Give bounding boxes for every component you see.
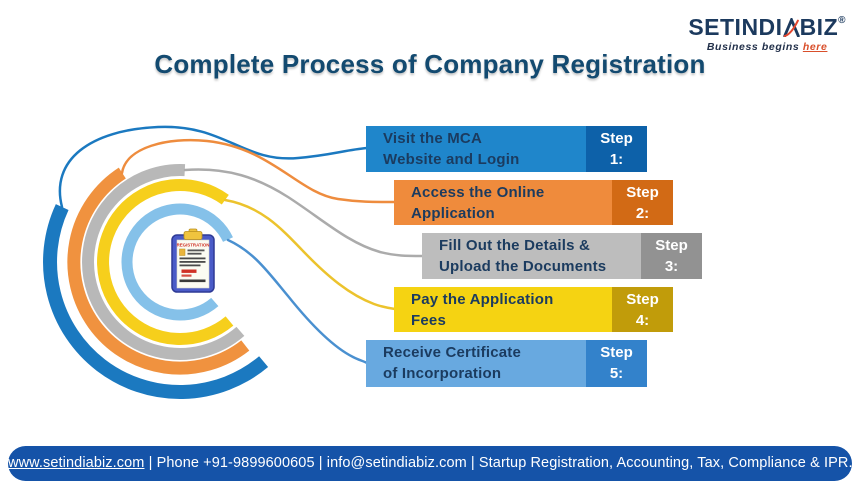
page-title: Complete Process of Company Registration <box>154 49 706 79</box>
step-5-label: Receive Certificate of Incorporation <box>366 340 586 387</box>
step-5-badge-num: 5: <box>609 365 624 382</box>
arc-step-2 <box>67 167 250 375</box>
clipboard-text-line <box>179 261 206 263</box>
step-1-label-line1: Visit the MCA <box>383 130 483 147</box>
step-3-badge-word: Step <box>655 237 688 254</box>
clipboard-document-title: REGISTRATION <box>177 243 210 248</box>
step-4-badge-num: 4: <box>635 312 650 329</box>
logo-tagline: Business begins here <box>688 41 846 53</box>
step-2-label: Access the Online Application <box>394 180 612 225</box>
step-5-badge: Step 5: <box>586 340 647 387</box>
clipboard-text-line <box>187 252 202 255</box>
step-4-badge: Step 4: <box>612 287 673 332</box>
step-2-label-line2: Application <box>411 205 495 222</box>
step-3-badge-num: 3: <box>664 258 679 275</box>
connector-step-3 <box>183 168 425 258</box>
step-3-label-line1: Fill Out the Details & <box>439 237 591 254</box>
connector-step-5 <box>226 238 369 365</box>
step-5-label-line2: of Incorporation <box>383 365 502 382</box>
step-1-label-line2: Website and Login <box>383 151 520 168</box>
logo-tagline-here: here <box>802 41 828 53</box>
step-2-badge: Step 2: <box>612 180 673 225</box>
clipboard-stamp <box>181 269 197 273</box>
logo-registered-mark: ® <box>838 15 846 26</box>
step-4-label-line2: Fees <box>411 312 446 329</box>
step-3-label-line2: Upload the Documents <box>439 258 607 275</box>
registration-clipboard-icon: REGISTRATION <box>171 228 215 293</box>
footer-bar: www.setindiabiz.com | Phone +91-98996006… <box>8 446 852 481</box>
connector-step-1 <box>58 125 369 209</box>
step-3-badge: Step 3: <box>641 233 702 279</box>
clipboard-text-line <box>179 257 206 260</box>
logo: SETINDI BIZ® Business begins here <box>688 8 846 53</box>
logo-word-right: BIZ <box>799 14 839 40</box>
step-bar-4: Pay the Application Fees Step 4: <box>394 287 673 332</box>
arc-step-1 <box>43 204 269 400</box>
step-4-label: Pay the Application Fees <box>394 287 612 332</box>
clipboard-text-line <box>179 264 201 267</box>
connector-step-2 <box>120 138 397 204</box>
step-2-label-line1: Access the Online <box>411 184 545 201</box>
step-1-badge: Step 1: <box>586 126 647 172</box>
clipboard-clip <box>183 231 203 240</box>
step-5-label-line1: Receive Certificate <box>383 344 522 361</box>
step-bar-1: Visit the MCA Website and Login Step 1: <box>366 126 647 172</box>
logo-a-icon <box>782 18 800 37</box>
step-5-badge-word: Step <box>600 344 633 361</box>
step-1-badge-num: 1: <box>609 151 624 168</box>
step-bar-3: Fill Out the Details & Upload the Docume… <box>422 233 702 279</box>
logo-tagline-text: Business begins <box>706 41 803 53</box>
clipboard-seal <box>179 248 186 256</box>
step-bar-2: Access the Online Application Step 2: <box>394 180 673 225</box>
step-1-label: Visit the MCA Website and Login <box>366 126 586 172</box>
logo-wordmark: SETINDI BIZ® <box>688 8 846 40</box>
logo-word-left: SETINDI <box>688 14 783 40</box>
connector-step-4 <box>223 198 397 311</box>
step-2-badge-num: 2: <box>635 205 650 222</box>
footer-website-link[interactable]: www.setindiabiz.com <box>8 455 145 471</box>
clipboard-stamp-small <box>181 274 192 277</box>
step-4-badge-word: Step <box>626 291 659 308</box>
step-bar-5: Receive Certificate of Incorporation Ste… <box>366 340 647 387</box>
step-1-badge-word: Step <box>600 130 633 147</box>
footer-text: | Phone +91-9899600605 | info@setindiabi… <box>144 455 853 471</box>
step-3-label: Fill Out the Details & Upload the Docume… <box>422 233 641 279</box>
clipboard-bottom-bar <box>179 279 206 283</box>
step-4-label-line1: Pay the Application <box>411 291 554 308</box>
clipboard-text-line <box>187 249 205 252</box>
step-2-badge-word: Step <box>626 184 659 201</box>
